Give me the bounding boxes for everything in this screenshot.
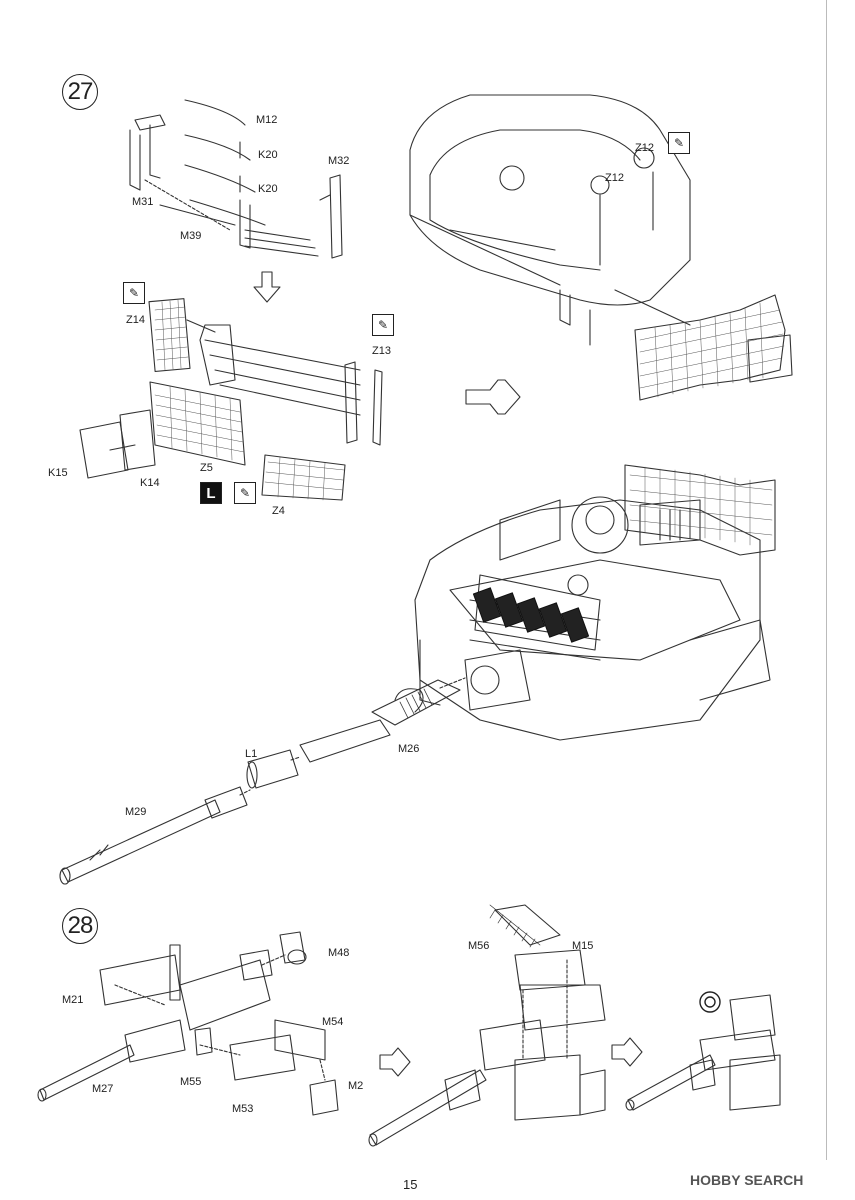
part-label-m15: M15 — [572, 940, 594, 952]
part-label-m26: M26 — [398, 743, 420, 755]
part-label-m29: M29 — [125, 806, 147, 818]
part-label-k15: K15 — [48, 467, 68, 479]
part-label-z12-right: Z12 — [635, 142, 654, 154]
watermark-logo: HOBBY SEARCH — [690, 1172, 804, 1188]
mg-assembled-middle — [368, 904, 606, 1147]
part-label-m12: M12 — [256, 114, 278, 126]
step-number-28: 28 — [62, 908, 98, 944]
part-label-m56: M56 — [468, 940, 490, 952]
part-label-m21: M21 — [62, 994, 84, 1006]
next-step-arrow-28b — [611, 1037, 643, 1067]
next-step-arrow-28a — [379, 1047, 411, 1077]
part-label-m32: M32 — [328, 155, 350, 167]
turret-basket-mesh — [629, 466, 773, 546]
full-turret-drawing — [414, 464, 776, 741]
gun-barrel-drawing — [59, 677, 466, 885]
part-label-k20-lower: K20 — [258, 183, 278, 195]
machine-gun-parts — [37, 931, 339, 1116]
part-label-m2: M2 — [348, 1080, 364, 1092]
part-label-m55: M55 — [180, 1076, 202, 1088]
glue-brush-icon: ✎ — [234, 482, 256, 504]
glue-brush-icon: ✎ — [668, 132, 690, 154]
down-arrow — [253, 271, 281, 303]
barrel-ribs — [399, 688, 433, 719]
cut-photo-etch-icon: L — [200, 482, 222, 504]
part-label-m39: M39 — [180, 230, 202, 242]
part-label-m48: M48 — [328, 947, 350, 959]
part-label-m31: M31 — [132, 196, 154, 208]
part-label-m53: M53 — [232, 1103, 254, 1115]
basket-rail-parts — [129, 99, 343, 259]
part-label-k14: K14 — [140, 477, 160, 489]
part-label-k20-upper: K20 — [258, 149, 278, 161]
ammo-belt — [489, 904, 541, 948]
basket-mesh-assembly — [79, 298, 383, 501]
part-label-z12-left: Z12 — [605, 172, 624, 184]
glue-brush-icon: ✎ — [123, 282, 145, 304]
next-step-arrow-27 — [465, 379, 521, 415]
page-number: 15 — [403, 1177, 418, 1192]
mg-assembled-final — [625, 994, 781, 1111]
turret-rear-drawing — [409, 94, 793, 401]
step-number-27: 27 — [62, 74, 98, 110]
part-label-z13: Z13 — [372, 345, 391, 357]
glue-brush-icon: ✎ — [372, 314, 394, 336]
part-label-m54: M54 — [322, 1016, 344, 1028]
part-label-z4: Z4 — [272, 505, 285, 517]
part-label-m27: M27 — [92, 1083, 114, 1095]
page-edge-line — [826, 0, 827, 1160]
era-blocks — [472, 587, 590, 643]
mesh-patterns — [154, 299, 785, 501]
part-label-l1: L1 — [245, 748, 258, 760]
part-label-z5: Z5 — [200, 462, 213, 474]
part-label-z14: Z14 — [126, 314, 145, 326]
